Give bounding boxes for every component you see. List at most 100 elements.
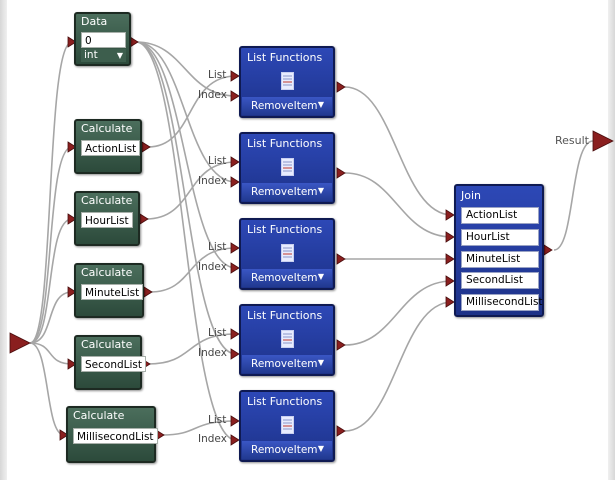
list-function-label: RemoveItem xyxy=(251,358,318,370)
wire xyxy=(135,41,237,183)
calculate-node-millisecondlist[interactable]: Calculate MillisecondList xyxy=(66,406,158,463)
calculate-node-actionlist[interactable]: Calculate ActionList xyxy=(74,119,142,174)
port-icon xyxy=(445,209,455,221)
port-icon xyxy=(230,156,240,168)
list-functions-node[interactable]: List Functions RemoveItem ▼ xyxy=(239,304,335,376)
list-input-label: List xyxy=(208,69,227,81)
wire xyxy=(344,280,453,346)
calculate-node-secondlist[interactable]: Calculate SecondList xyxy=(74,335,146,390)
chevron-down-icon: ▼ xyxy=(317,358,324,367)
data-type-label: int xyxy=(84,49,98,61)
calculate-expression-field[interactable]: MinuteList xyxy=(81,284,144,300)
wire xyxy=(29,342,65,436)
list-node-title: List Functions xyxy=(247,395,323,408)
source-port-icon xyxy=(9,332,31,354)
list-functions-node[interactable]: List Functions RemoveItem ▼ xyxy=(239,132,335,204)
list-icon xyxy=(281,330,294,348)
index-input-label: Index xyxy=(198,347,227,359)
chevron-down-icon: ▼ xyxy=(116,51,123,60)
calculate-expression-field[interactable]: ActionList xyxy=(81,140,141,156)
chevron-down-icon: ▼ xyxy=(317,272,324,281)
index-input-label: Index xyxy=(198,261,227,273)
port-icon xyxy=(543,244,553,256)
list-function-select[interactable]: RemoveItem ▼ xyxy=(242,183,332,201)
calculate-node-minutelist[interactable]: Calculate MinuteList xyxy=(74,263,144,318)
port-icon xyxy=(230,328,240,340)
port-icon xyxy=(230,415,240,427)
chevron-down-icon: ▼ xyxy=(317,444,324,453)
list-function-select[interactable]: RemoveItem ▼ xyxy=(242,355,332,373)
wire xyxy=(29,342,73,365)
wire xyxy=(147,75,237,148)
list-node-title: List Functions xyxy=(247,309,323,322)
list-functions-node[interactable]: List Functions RemoveItem ▼ xyxy=(239,218,335,290)
port-icon xyxy=(445,296,455,308)
list-node-title: List Functions xyxy=(247,223,323,236)
port-icon xyxy=(139,213,149,225)
wire xyxy=(344,86,453,216)
join-input-actionlist[interactable]: ActionList xyxy=(461,207,539,224)
result-output-label: Result xyxy=(555,134,589,147)
list-icon xyxy=(281,244,294,262)
calculate-expression-field[interactable]: MillisecondList xyxy=(73,428,158,444)
port-icon xyxy=(230,90,240,102)
calculate-node-title: Calculate xyxy=(73,409,125,422)
index-input-label: Index xyxy=(198,89,227,101)
wire xyxy=(344,172,453,238)
port-icon xyxy=(230,70,240,82)
port-icon xyxy=(67,36,77,48)
list-node-title: List Functions xyxy=(247,137,323,150)
list-function-label: RemoveItem xyxy=(251,444,318,456)
list-input-label: List xyxy=(208,414,227,426)
canvas-left-edge xyxy=(0,0,7,480)
port-icon xyxy=(336,167,346,179)
list-function-label: RemoveItem xyxy=(251,272,318,284)
wire xyxy=(147,333,237,365)
calculate-node-title: Calculate xyxy=(81,194,133,207)
port-icon xyxy=(445,253,455,265)
calculate-node-title: Calculate xyxy=(81,122,133,135)
port-icon xyxy=(230,262,240,274)
calculate-expression-field[interactable]: SecondList xyxy=(81,356,146,372)
wire xyxy=(135,41,237,269)
port-icon xyxy=(67,213,77,225)
calculate-node-hourlist[interactable]: Calculate HourList xyxy=(74,191,140,246)
port-icon xyxy=(143,286,153,298)
wire xyxy=(135,41,237,441)
port-icon xyxy=(445,275,455,287)
join-input-millisecondlist[interactable]: MillisecondList xyxy=(461,294,543,311)
data-node-title: Data xyxy=(81,15,108,28)
list-function-select[interactable]: RemoveItem ▼ xyxy=(242,441,332,459)
list-function-select[interactable]: RemoveItem ▼ xyxy=(242,269,332,287)
join-node[interactable]: Join ActionList HourList MinuteList Seco… xyxy=(454,184,544,317)
list-input-label: List xyxy=(208,327,227,339)
data-type-select[interactable]: int ▼ xyxy=(81,49,126,62)
list-function-label: RemoveItem xyxy=(251,186,318,198)
data-value-field[interactable]: 0 xyxy=(81,32,126,48)
port-icon xyxy=(230,242,240,254)
join-input-minutelist[interactable]: MinuteList xyxy=(461,251,539,268)
port-icon xyxy=(445,231,455,243)
list-function-label: RemoveItem xyxy=(251,100,318,112)
port-icon xyxy=(230,176,240,188)
wire xyxy=(149,247,237,293)
calculate-expression-field[interactable]: HourList xyxy=(81,212,133,228)
wire xyxy=(29,291,73,344)
list-icon xyxy=(281,416,294,434)
wire xyxy=(29,146,73,344)
wire xyxy=(145,161,237,220)
join-input-hourlist[interactable]: HourList xyxy=(461,229,539,246)
chevron-down-icon: ▼ xyxy=(317,100,324,109)
list-functions-node[interactable]: List Functions RemoveItem ▼ xyxy=(239,390,335,462)
list-function-select[interactable]: RemoveItem ▼ xyxy=(242,97,332,115)
data-node[interactable]: Data 0 int ▼ xyxy=(74,12,131,66)
list-input-label: List xyxy=(208,241,227,253)
list-functions-node[interactable]: List Functions RemoveItem ▼ xyxy=(239,46,335,118)
wire xyxy=(135,41,237,97)
port-icon xyxy=(67,286,77,298)
list-icon xyxy=(281,72,294,90)
join-input-secondlist[interactable]: SecondList xyxy=(461,272,539,289)
calculate-node-title: Calculate xyxy=(81,338,133,351)
